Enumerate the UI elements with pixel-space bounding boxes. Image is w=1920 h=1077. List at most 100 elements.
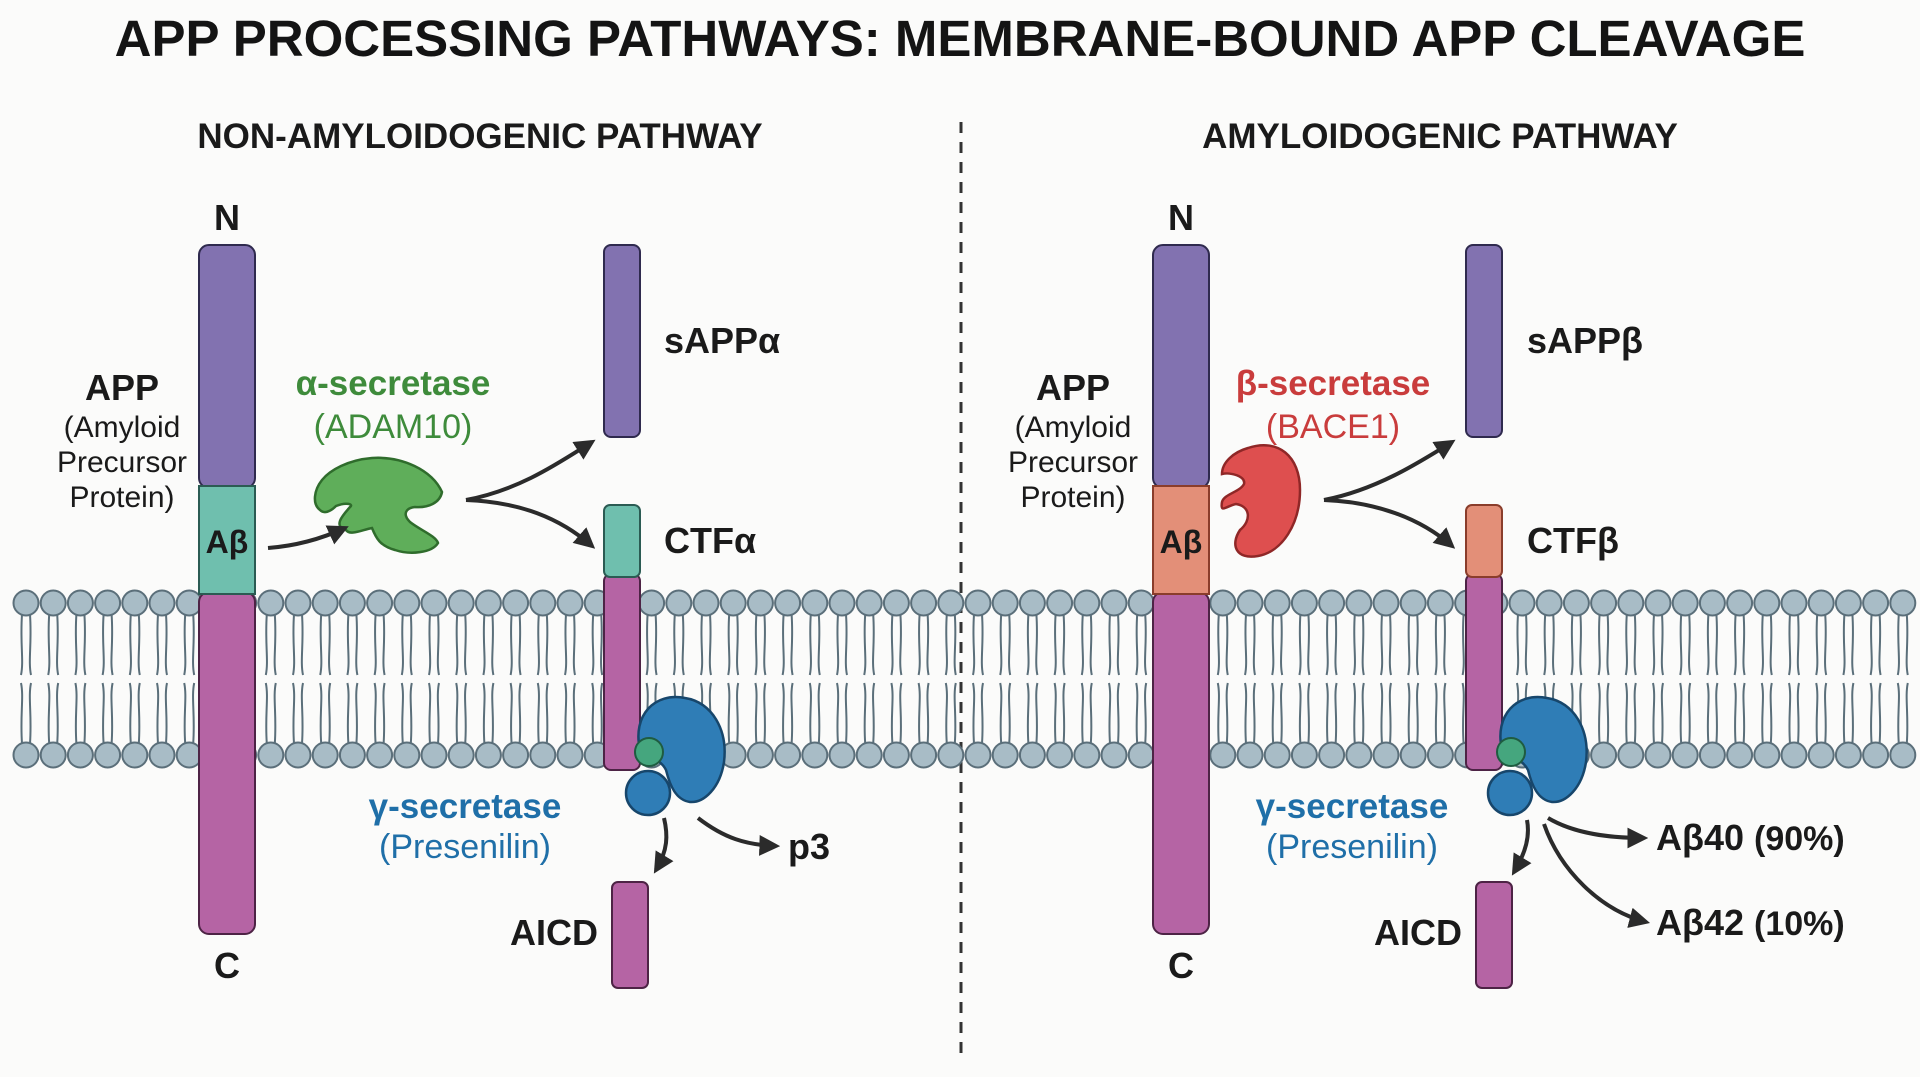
lipid-head-icon [556, 741, 584, 769]
left-app-desc-line2: Precursor [57, 446, 187, 479]
to-sappb-arrow [1323, 439, 1456, 502]
lipid-head-icon [774, 741, 802, 769]
lipid-head-icon [284, 741, 312, 769]
lipid-head-icon [66, 589, 94, 617]
sappb-label: sAPPβ [1527, 320, 1643, 361]
lipid-tail-icon [1108, 614, 1120, 744]
to-ctfb-arrow [1323, 498, 1456, 549]
lipid-head-icon [1263, 589, 1291, 617]
lipid-tail-icon [1624, 614, 1637, 744]
lipid-head-icon [746, 741, 774, 769]
lipid-tail-icon [836, 614, 848, 744]
lipid-head-icon [1753, 741, 1781, 769]
lipid-head-icon [148, 589, 176, 617]
left-pathway: N C Aβ APP (Amyloid Precursor Protein) α… [57, 197, 830, 989]
lipid-head-icon [1726, 589, 1754, 617]
lipid-head-icon [910, 589, 938, 617]
lipid-tail-icon [1271, 614, 1284, 744]
lipid-head-icon [1100, 589, 1128, 617]
lipid-head-icon [1372, 741, 1400, 769]
page-title: APP PROCESSING PATHWAYS: MEMBRANE-BOUND … [115, 10, 1806, 67]
lipid-tail-icon [47, 614, 60, 744]
right-gamma-secretase-subunit-icon [1486, 769, 1534, 817]
lipid-head-icon [121, 741, 149, 769]
to-abeta42-arrow [1542, 823, 1651, 928]
lipid-tail-icon [346, 614, 359, 744]
lipid-head-icon [1644, 589, 1672, 617]
left-app-desc-line1: (Amyloid [64, 411, 181, 444]
lipid-tail-icon [482, 614, 495, 744]
left-app-protein [198, 244, 256, 935]
left-app-desc-line3: Protein) [69, 481, 174, 514]
lipid-tail-icon [1053, 614, 1066, 744]
lipid-head-icon [1862, 589, 1890, 617]
lipid-tail-icon [183, 614, 196, 744]
lipid-tail-icon [1380, 614, 1392, 744]
lipid-head-icon [801, 589, 829, 617]
lipid-head-icon [1372, 589, 1400, 617]
lipid-head-icon [338, 589, 366, 617]
right-app-abeta-domain [1152, 485, 1210, 595]
lipid-head-icon [1562, 589, 1590, 617]
lipid-tail-icon [128, 614, 141, 744]
lipid-tail-icon [400, 614, 413, 744]
lipid-head-icon [257, 741, 285, 769]
lipid-tail-icon [1652, 614, 1664, 744]
lipid-head-icon [257, 589, 285, 617]
lipid-head-icon [148, 741, 176, 769]
ctfb-label: CTFβ [1527, 520, 1619, 561]
lipid-head-icon [1889, 741, 1917, 769]
lipid-head-icon [1426, 741, 1454, 769]
beta-secretase-sub-label: (BACE1) [1266, 408, 1400, 446]
lipid-head-icon [1889, 589, 1917, 617]
lipid-tail-icon [1244, 614, 1256, 744]
lipid-tail-icon [1760, 614, 1773, 744]
lipid-head-icon [1399, 589, 1427, 617]
lipid-tail-icon [890, 614, 903, 744]
lipid-head-icon [447, 589, 475, 617]
lipid-head-icon [121, 589, 149, 617]
lipid-tail-icon [428, 614, 440, 744]
lipid-head-icon [175, 741, 203, 769]
left-aicd-label: AICD [510, 912, 598, 953]
lipid-head-icon [1018, 589, 1046, 617]
lipid-tail-icon [1516, 614, 1528, 744]
alpha-secretase-enzyme-icon [313, 456, 444, 554]
lipid-tail-icon [156, 614, 168, 744]
ctfb-c-terminal-segment [1465, 573, 1503, 771]
lipid-head-icon [1046, 741, 1074, 769]
abeta42-label: Aβ42(10%) [1656, 902, 1845, 943]
lipid-head-icon [12, 589, 40, 617]
lipid-head-icon [66, 741, 94, 769]
lipid-tail-icon [101, 614, 114, 744]
lipid-tail-icon [645, 614, 658, 744]
lipid-head-icon [311, 741, 339, 769]
right-app-protein [1152, 244, 1210, 935]
right-app-desc-line1: (Amyloid [1015, 411, 1132, 444]
left-gamma-secretase-sub-label: (Presenilin) [379, 828, 551, 866]
lipid-head-icon [1127, 589, 1155, 617]
lipid-head-icon [311, 589, 339, 617]
abeta40-name: Aβ40 [1656, 817, 1744, 858]
lipid-head-icon [964, 741, 992, 769]
lipid-head-icon [284, 589, 312, 617]
lipid-tail-icon [1135, 614, 1148, 744]
lipid-tail-icon [373, 614, 386, 744]
right-aicd-label: AICD [1374, 912, 1462, 953]
lipid-head-icon [502, 589, 530, 617]
lipid-head-icon [1209, 741, 1237, 769]
lipid-tail-icon [264, 614, 277, 744]
lipid-head-icon [1236, 589, 1264, 617]
ctfb-abeta-segment [1465, 504, 1503, 578]
lipid-head-icon [1753, 589, 1781, 617]
lipid-head-icon [1318, 589, 1346, 617]
lipid-head-icon [1127, 741, 1155, 769]
lipid-head-icon [692, 589, 720, 617]
right-gamma-secretase-sub-label: (Presenilin) [1266, 828, 1438, 866]
lipid-tail-icon [1733, 614, 1746, 744]
right-app-n-terminal-domain [1152, 244, 1210, 489]
sappa-label: sAPPα [664, 320, 780, 361]
lipid-head-icon [366, 589, 394, 617]
lipid-head-icon [1617, 741, 1645, 769]
